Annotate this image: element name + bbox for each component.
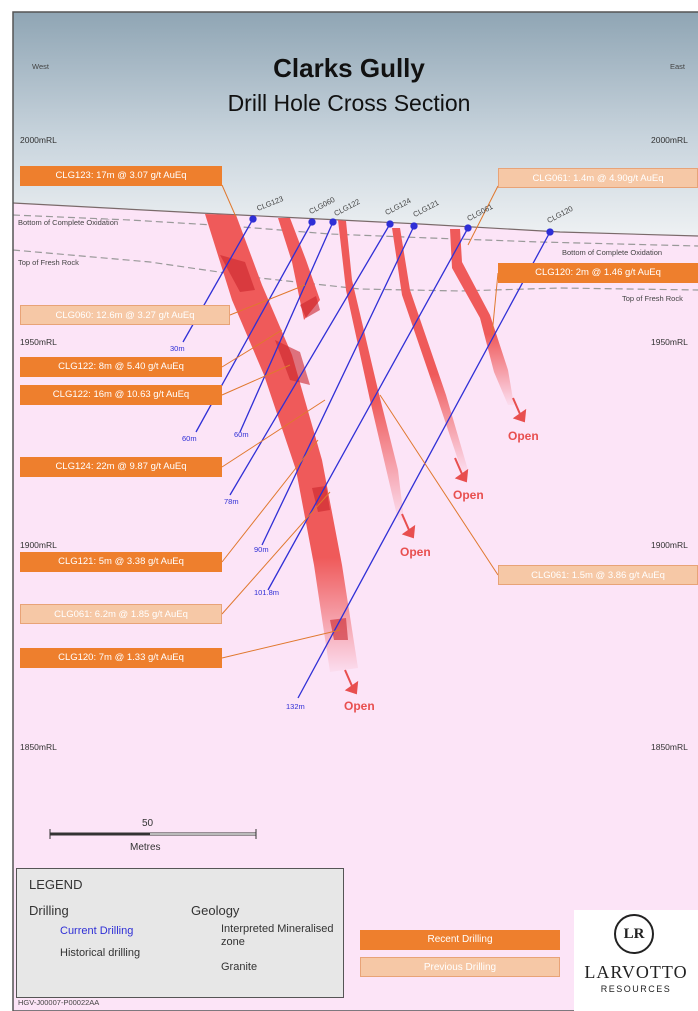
drill-hole-clg122 — [239, 221, 334, 433]
oxidation-label: Bottom of Complete Oxidation — [562, 248, 663, 257]
hole-depth: 132m — [286, 702, 305, 711]
intercept-label: CLG061: 1.4m @ 4.90g/t AuEq — [498, 168, 698, 188]
frame-border — [12, 11, 698, 1011]
elevation-label: 1950mRL — [651, 337, 688, 347]
east-label: East — [670, 62, 686, 71]
ore-zone-clg121 — [392, 228, 468, 472]
legend-current-drilling: Current Drilling — [60, 925, 134, 937]
oxidation-label: Bottom of Complete Oxidation — [18, 218, 119, 227]
intercept-label: CLG060: 12.6m @ 3.27 g/t AuEq — [20, 305, 230, 325]
leader-line — [221, 329, 283, 368]
leader-line — [491, 272, 499, 336]
collar-marker — [308, 218, 316, 226]
leader-line — [221, 629, 341, 659]
hole-depth: 90m — [254, 545, 269, 554]
legend-geology-heading: Geology — [191, 903, 240, 918]
fresh-rock-label: Top of Fresh Rock — [622, 294, 683, 303]
logo-name: LARVOTTO — [584, 962, 688, 982]
legend-title: LEGEND — [29, 877, 83, 892]
leader-line — [221, 184, 237, 218]
scale-unit: Metres — [130, 842, 161, 853]
west-label: West — [32, 62, 49, 71]
hole-depth: 60m — [182, 434, 197, 443]
previous-drilling-key: Previous Drilling — [360, 957, 560, 977]
leader-line — [221, 439, 319, 563]
scale-value: 50 — [142, 818, 154, 829]
ground-surface — [12, 202, 698, 237]
drill-hole-clg121 — [261, 225, 415, 546]
intercept-label: CLG061: 6.2m @ 1.85 g/t AuEq — [20, 604, 222, 624]
legend-granite: Granite — [221, 961, 258, 973]
ore-zone-clg060 — [278, 218, 320, 320]
open-label: Open — [344, 699, 375, 713]
intercept-label: CLG061: 1.5m @ 3.86 g/t AuEq — [498, 565, 698, 585]
elevation-label: 1900mRL — [651, 540, 688, 550]
collar-marker — [464, 224, 472, 232]
drawing-code: HGV-J00007-P00022AA — [18, 998, 100, 1007]
open-label: Open — [400, 545, 431, 559]
leader-line — [379, 394, 499, 576]
intercept-label: CLG122: 16m @ 10.63 g/t AuEq — [20, 385, 222, 405]
intercept-label: CLG123: 17m @ 3.07 g/t AuEq — [20, 166, 222, 186]
fresh-rock-boundary — [12, 249, 698, 292]
ore-zone-clg061 — [450, 229, 514, 405]
collar-marker — [249, 215, 257, 223]
legend-mineralised-zone: Interpreted Mineralised zone — [221, 923, 334, 948]
leader-line — [229, 284, 306, 316]
fresh-rock-label: Top of Fresh Rock — [18, 258, 79, 267]
open-label: Open — [508, 429, 539, 443]
hole-depth: 101.8m — [254, 588, 280, 597]
elevation-label: 1850mRL — [20, 742, 57, 752]
open-arrow — [344, 669, 353, 687]
collar-marker — [410, 222, 418, 230]
legend-drilling-heading: Drilling — [29, 903, 69, 918]
leader-line — [221, 491, 331, 615]
open-arrow — [512, 397, 521, 415]
ore-zone-clg124 — [338, 220, 404, 520]
collar-marker — [386, 220, 394, 228]
elevation-label: 1950mRL — [20, 337, 57, 347]
intercept-label: CLG124: 22m @ 9.87 g/t AuEq — [20, 457, 222, 477]
intercept-label: CLG120: 7m @ 1.33 g/t AuEq — [20, 648, 222, 668]
legend-historical-drilling: Historical drilling — [60, 947, 141, 959]
company-logo: LR LARVOTTO RESOURCES — [574, 910, 698, 1011]
open-label: Open — [453, 488, 484, 502]
drill-hole-clg124 — [229, 223, 391, 496]
intercept-highlight — [220, 255, 255, 292]
collar-marker — [546, 228, 554, 236]
open-arrow — [401, 513, 410, 531]
intercept-label: CLG122: 8m @ 5.40 g/t AuEq — [20, 357, 222, 377]
legend-box: LEGEND Drilling Current Drilling Histori… — [16, 868, 344, 998]
logo-emblem: LR — [614, 914, 654, 954]
drill-hole-clg061 — [267, 227, 469, 591]
intercept-label: CLG121: 5m @ 3.38 g/t AuEq — [20, 552, 222, 572]
hole-depth: 30m — [170, 344, 185, 353]
leader-line — [221, 364, 291, 396]
page-title: Clarks Gully — [273, 53, 425, 83]
intercept-highlight — [300, 296, 320, 318]
elevation-label: 1900mRL — [20, 540, 57, 550]
intercept-highlight — [312, 486, 330, 512]
elevation-label: 2000mRL — [20, 135, 57, 145]
elevation-label: 1850mRL — [651, 742, 688, 752]
intercept-highlight — [330, 618, 348, 640]
leader-line — [221, 399, 326, 468]
hole-depth: 60m — [234, 430, 249, 439]
collar-marker — [329, 218, 337, 226]
page-subtitle: Drill Hole Cross Section — [227, 90, 471, 116]
intercept-label: CLG120: 2m @ 1.46 g/t AuEq — [498, 263, 698, 283]
leader-line — [467, 185, 499, 246]
drill-hole-clg120 — [297, 231, 551, 699]
main-ore-zone — [205, 214, 358, 672]
hole-depth: 78m — [224, 497, 239, 506]
logo-subtitle: RESOURCES — [600, 984, 672, 994]
elevation-label: 2000mRL — [651, 135, 688, 145]
open-arrow — [454, 457, 463, 475]
recent-drilling-key: Recent Drilling — [360, 930, 560, 950]
